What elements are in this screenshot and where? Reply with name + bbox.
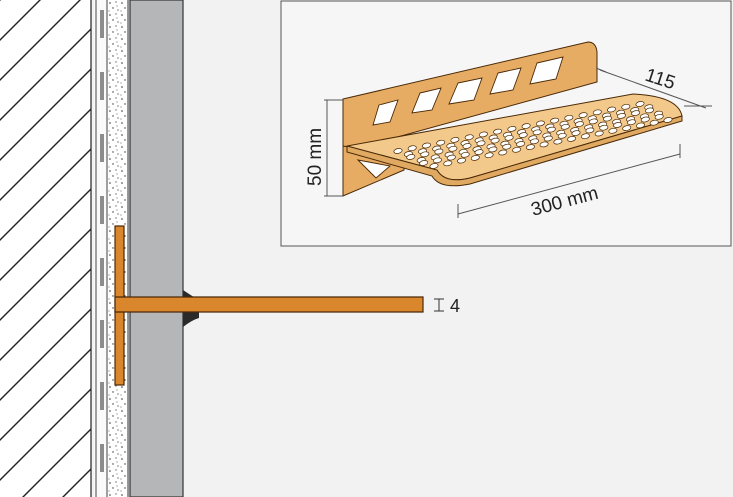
- profile-shelf-arm: [114, 296, 424, 313]
- masonry-wall: [0, 0, 92, 497]
- drainage-hole: [560, 123, 570, 130]
- drainage-hole: [532, 129, 542, 136]
- drainage-hole: [580, 133, 590, 140]
- drainage-hole: [420, 151, 430, 158]
- depth-dimension: [595, 67, 712, 109]
- drainage-hole: [470, 155, 480, 161]
- height-dimension: [324, 99, 343, 197]
- drainage-hole: [490, 137, 500, 144]
- shelf-3d-illustration: [342, 41, 683, 197]
- drainage-hole: [539, 141, 549, 148]
- drainage-hole: [550, 117, 560, 124]
- drainage-hole: [446, 154, 456, 161]
- drainage-hole: [535, 120, 545, 127]
- drainage-hole: [429, 163, 439, 169]
- drainage-hole: [608, 127, 618, 134]
- membrane-layer: [94, 0, 108, 497]
- drainage-hole: [502, 143, 512, 150]
- drainage-hole: [530, 138, 539, 145]
- drainage-hole: [654, 113, 664, 120]
- drainage-hole: [474, 149, 484, 155]
- drainage-hole: [525, 144, 535, 150]
- drainage-hole: [407, 145, 417, 152]
- drainage-hole: [450, 137, 460, 143]
- drainage-hole: [564, 114, 574, 121]
- membrane-band: [100, 444, 104, 472]
- drainage-hole: [484, 152, 494, 159]
- drainage-hole: [557, 132, 567, 139]
- drainage-hole: [422, 142, 431, 149]
- drainage-hole: [457, 157, 466, 164]
- drainage-hole: [621, 103, 631, 110]
- drainage-hole: [516, 141, 526, 147]
- drainage-hole: [504, 134, 514, 141]
- drainage-hole: [594, 130, 604, 137]
- drainage-hole: [433, 157, 442, 164]
- drainage-hole: [448, 145, 458, 152]
- membrane-band: [100, 72, 104, 100]
- drainage-hole: [617, 113, 626, 119]
- drainage-hole: [553, 138, 563, 145]
- drainage-hole: [493, 128, 503, 135]
- drainage-hole: [592, 109, 602, 116]
- drainage-hole: [436, 139, 446, 146]
- drainage-holes: [393, 101, 673, 169]
- drainage-hole: [622, 125, 632, 131]
- profile-joint-fill: [116, 298, 124, 311]
- drainage-hole: [462, 143, 472, 149]
- shelf-front-edge: [346, 115, 683, 187]
- drainage-hole: [546, 126, 556, 133]
- drainage-hole: [599, 124, 609, 131]
- membrane-band: [100, 134, 104, 162]
- drainage-hole: [578, 112, 588, 118]
- drainage-hole: [521, 123, 531, 129]
- drainage-hole: [635, 101, 645, 107]
- membrane-band: [100, 320, 104, 348]
- drainage-hole: [567, 136, 577, 142]
- drainage-hole: [640, 116, 650, 123]
- drainage-hole: [543, 135, 553, 142]
- membrane-band: [100, 258, 104, 286]
- drainage-hole: [649, 119, 659, 126]
- drainage-hole: [603, 115, 612, 122]
- drainage-hole: [443, 160, 453, 167]
- drainage-hole: [613, 122, 623, 128]
- height-label: 50 mm: [305, 128, 326, 186]
- membrane-band: [100, 10, 104, 38]
- drainage-hole: [512, 146, 522, 153]
- drainage-hole: [663, 117, 673, 123]
- membrane-band: [100, 382, 104, 410]
- drainage-hole: [645, 107, 655, 114]
- drainage-hole: [406, 154, 416, 160]
- drainage-hole: [460, 151, 470, 158]
- drainage-hole: [571, 130, 581, 136]
- drainage-hole: [434, 148, 444, 155]
- thickness-dimension: [434, 298, 444, 312]
- drainage-hole: [627, 119, 636, 126]
- drainage-hole: [631, 110, 641, 116]
- drainage-hole: [464, 134, 474, 141]
- drainage-hole: [585, 127, 595, 134]
- drainage-hole: [488, 146, 498, 153]
- drainage-hole: [478, 131, 488, 138]
- thickness-label: 4: [450, 296, 460, 316]
- ceramic-tile: [129, 0, 184, 497]
- drainage-hole: [636, 122, 645, 129]
- drainage-hole: [393, 148, 403, 154]
- drainage-hole: [574, 121, 584, 127]
- drainage-hole: [607, 106, 616, 113]
- back-plate-cutouts: [372, 56, 564, 126]
- drainage-hole: [498, 149, 508, 156]
- drainage-hole: [588, 118, 598, 125]
- drainage-hole: [476, 140, 486, 147]
- drainage-hole: [419, 160, 429, 166]
- drainage-hole: [507, 126, 517, 132]
- drainage-hole: [518, 132, 528, 138]
- width-dimension: [457, 144, 681, 218]
- membrane-band: [100, 196, 104, 224]
